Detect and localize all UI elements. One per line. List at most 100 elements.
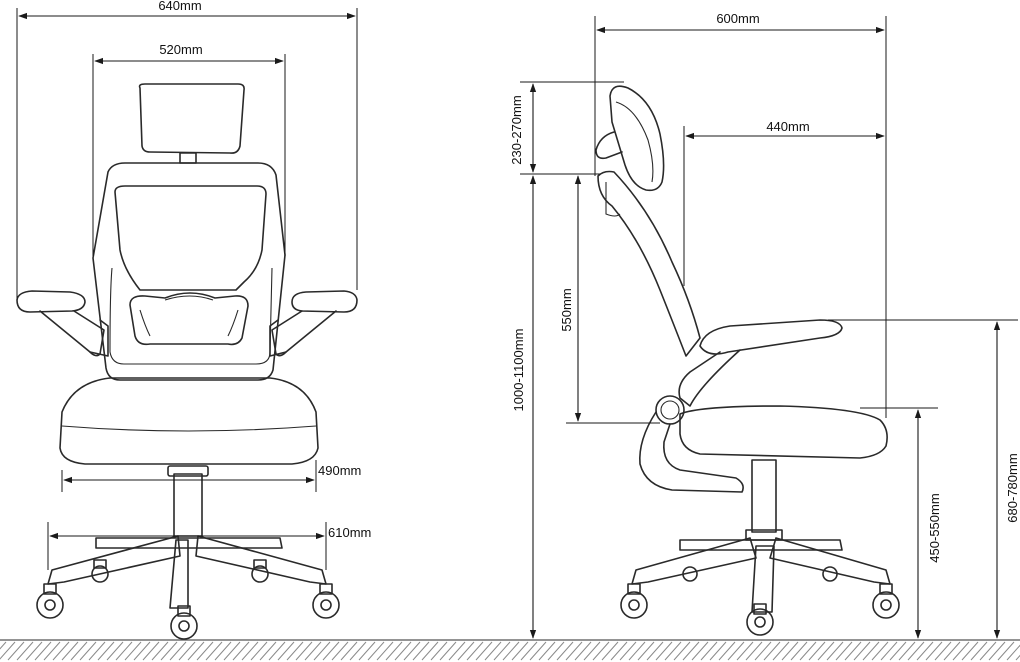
floor-hatch: [943, 641, 961, 661]
floor-hatch: [160, 641, 178, 661]
floor-hatch: [574, 641, 592, 661]
floor-hatch: [547, 641, 565, 661]
side-gas-lift: [751, 459, 777, 533]
side-view-chair: [595, 85, 900, 636]
floor-hatch: [682, 641, 700, 661]
floor-hatch: [691, 641, 709, 661]
floor-hatch: [799, 641, 817, 661]
floor-hatch: [43, 641, 61, 661]
floor-hatch: [394, 641, 412, 661]
floor-hatch: [493, 641, 511, 661]
floor-hatch: [619, 641, 637, 661]
floor-hatch: [529, 641, 547, 661]
floor-hatch: [376, 641, 394, 661]
floor-hatch: [79, 641, 97, 661]
dim-backrest-depth: 440mm: [766, 119, 809, 134]
floor-hatch: [520, 641, 538, 661]
side-casters: [620, 566, 900, 636]
floor-hatch: [754, 641, 772, 661]
floor-hatch: [745, 641, 763, 661]
floor-hatch: [475, 641, 493, 661]
front-dimensions: 640mm 520mm 490mm 610mm: [16, 0, 371, 570]
floor-hatch: [214, 641, 232, 661]
floor-hatch: [700, 641, 718, 661]
side-dimensions: 600mm 440mm 230-270mm 1000-1100mm 550mm …: [509, 11, 1020, 639]
floor-hatch: [250, 641, 268, 661]
front-base: [95, 537, 283, 549]
floor-hatch: [1015, 654, 1020, 661]
front-backrest-frame: [92, 162, 286, 381]
floor-hatch: [142, 641, 160, 661]
dim-backrest-width: 520mm: [159, 42, 202, 57]
floor-hatch: [367, 641, 385, 661]
floor-hatch: [637, 641, 655, 661]
floor-hatch: [664, 641, 682, 661]
floor: [0, 639, 1020, 661]
dim-armrest-height: 680-780mm: [1005, 453, 1020, 522]
floor-hatch: [241, 641, 259, 661]
floor-hatch: [106, 641, 124, 661]
floor-hatch: [826, 641, 844, 661]
floor-hatch: [178, 641, 196, 661]
floor-hatch: [232, 641, 250, 661]
floor-hatch: [457, 641, 475, 661]
floor-hatch: [196, 641, 214, 661]
floor-hatch: [916, 641, 934, 661]
dim-base-width: 610mm: [328, 525, 371, 540]
floor-hatch: [484, 641, 502, 661]
floor-hatch: [871, 641, 889, 661]
floor-hatch: [790, 641, 808, 661]
front-gas-lift: [173, 473, 203, 537]
floor-hatch: [979, 641, 997, 661]
floor-hatch: [763, 641, 781, 661]
floor-hatch: [862, 641, 880, 661]
floor-hatch: [448, 641, 466, 661]
side-armrest: [699, 319, 843, 355]
floor-hatch: [124, 641, 142, 661]
floor-hatch: [628, 641, 646, 661]
floor-hatch: [880, 641, 898, 661]
floor-hatch: [430, 641, 448, 661]
floor-hatch: [7, 641, 25, 661]
floor-hatch: [286, 641, 304, 661]
floor-hatch: [421, 641, 439, 661]
floor-hatch: [304, 641, 322, 661]
floor-hatch: [511, 641, 529, 661]
side-seat: [679, 405, 888, 459]
floor-hatch: [952, 641, 970, 661]
front-left-armrest: [16, 290, 86, 313]
floor-hatch: [844, 641, 862, 661]
floor-hatch: [187, 641, 205, 661]
side-backrest: [597, 170, 701, 357]
floor-hatch: [601, 641, 619, 661]
floor-hatch: [0, 641, 7, 650]
floor-hatch: [277, 641, 295, 661]
dim-backrest-height: 550mm: [559, 288, 574, 331]
floor-hatch: [925, 641, 943, 661]
front-lumbar-support: [129, 292, 249, 346]
floor-hatch: [25, 641, 43, 661]
floor-hatch: [709, 641, 727, 661]
floor-hatch: [133, 641, 151, 661]
floor-hatch: [610, 641, 628, 661]
front-view-chair: [16, 83, 358, 640]
floor-hatch: [0, 641, 16, 660]
floor-hatch: [502, 641, 520, 661]
floor-hatch: [88, 641, 106, 661]
floor-hatch: [565, 641, 583, 661]
dim-overall-width: 640mm: [158, 0, 201, 13]
floor-hatch: [808, 641, 826, 661]
floor-hatch: [673, 641, 691, 661]
floor-hatch: [115, 641, 133, 661]
side-headrest: [609, 85, 665, 192]
floor-hatch: [340, 641, 358, 661]
front-headrest: [138, 83, 245, 154]
floor-hatch: [169, 641, 187, 661]
dim-headrest-adjust: 230-270mm: [509, 95, 524, 164]
floor-hatch: [322, 641, 340, 661]
floor-hatch: [34, 641, 52, 661]
floor-hatch: [295, 641, 313, 661]
front-seat: [59, 377, 319, 465]
floor-hatch: [961, 641, 979, 661]
